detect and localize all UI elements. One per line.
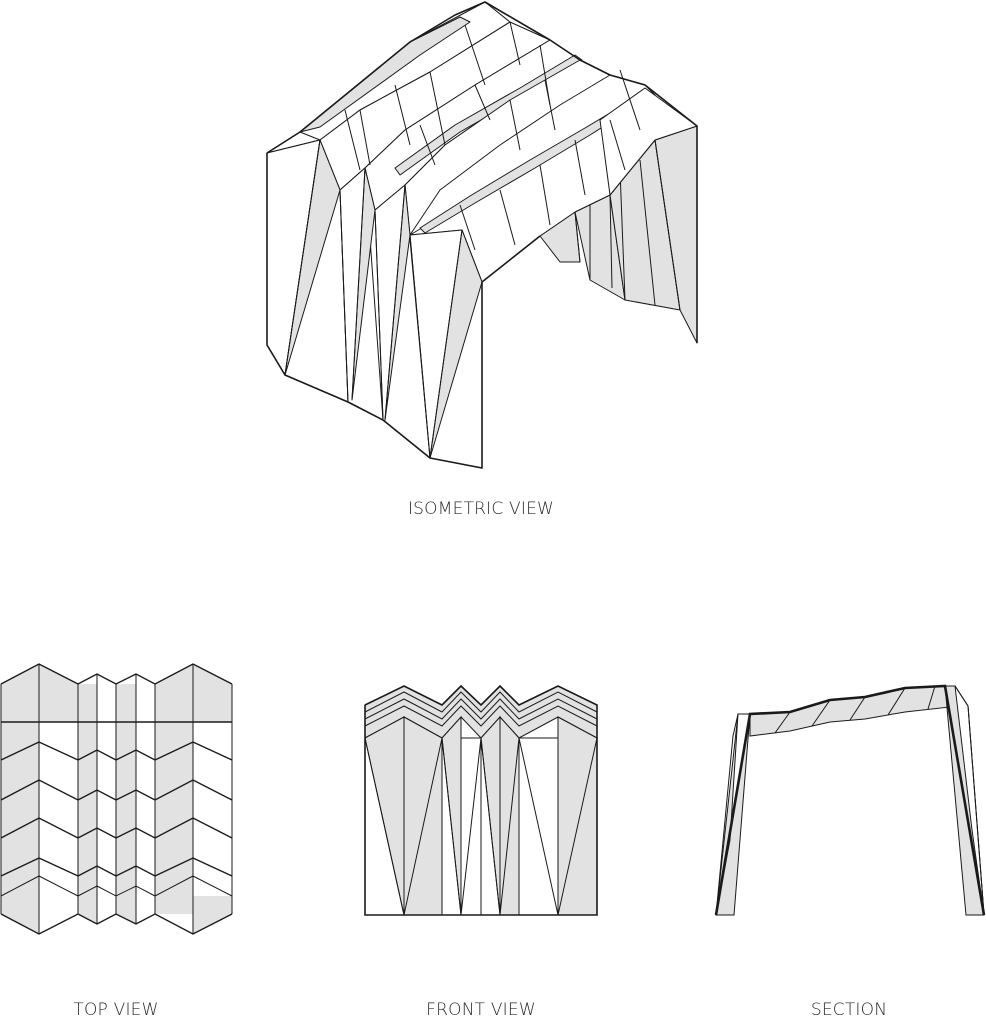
section-drawing [714, 684, 986, 916]
iso-front-wall [266, 139, 483, 469]
front-view-walls [364, 715, 598, 916]
isometric-view-drawing [266, 1, 698, 469]
section-roof-band [749, 685, 951, 737]
front-view-outline [364, 684, 598, 916]
section-label: SECTION [810, 1000, 888, 1020]
top-view-columns [0, 664, 233, 934]
front-view-drawing [364, 684, 598, 916]
iso-outline [266, 1, 698, 469]
iso-back-wall [539, 125, 698, 344]
top-view-chevrons [0, 663, 233, 935]
section-structure-line [714, 684, 986, 916]
section-roof-hatch [774, 685, 936, 734]
isometric-view-label: ISOMETRIC VIEW [407, 499, 555, 519]
front-view-label: FRONT VIEW [426, 1000, 536, 1020]
iso-roof [266, 1, 698, 283]
top-view-drawing [0, 663, 233, 935]
top-view-label: TOP VIEW [73, 1000, 159, 1020]
